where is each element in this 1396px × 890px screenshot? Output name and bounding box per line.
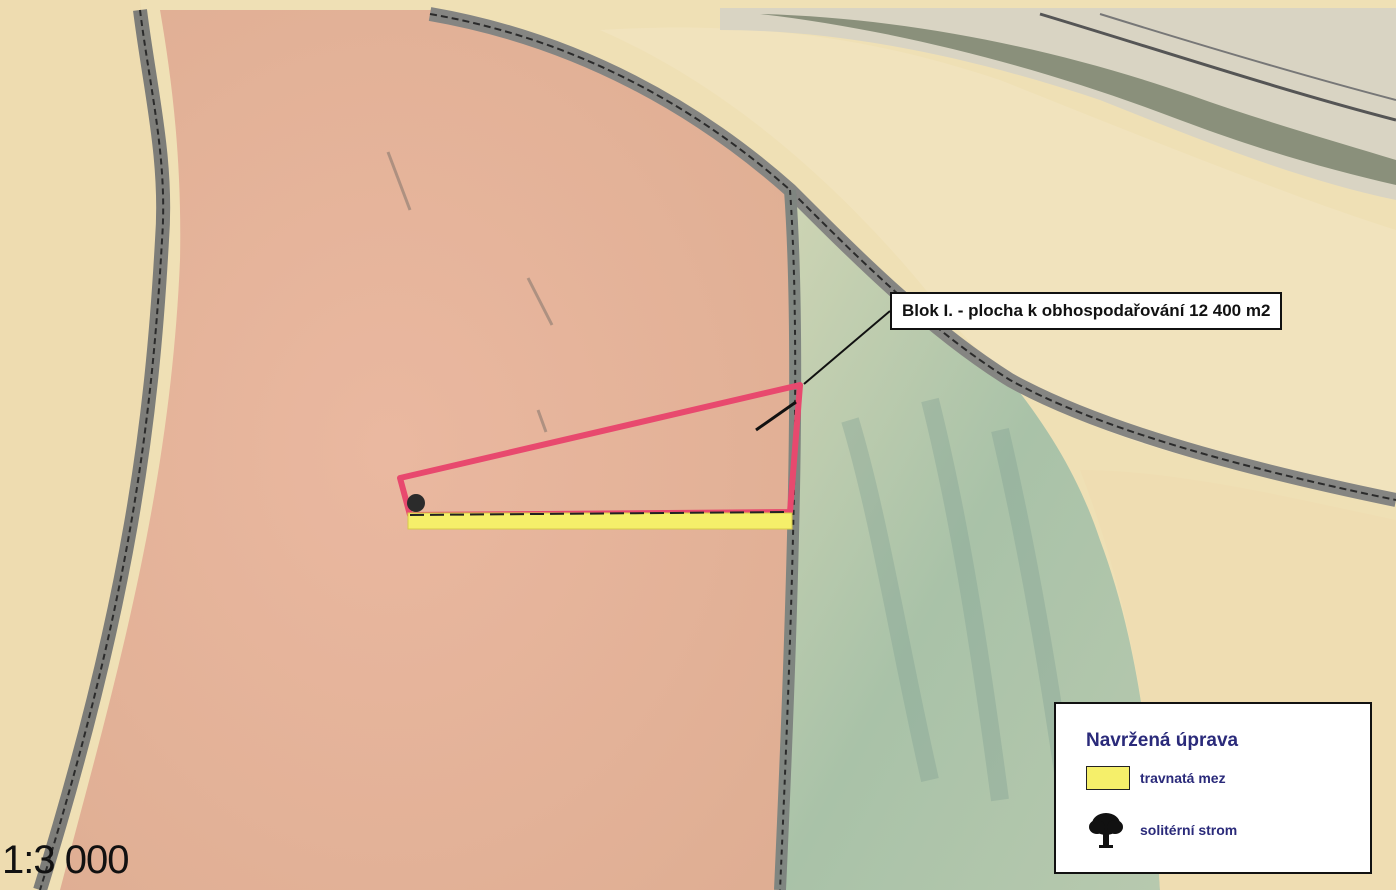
field-left-strip xyxy=(0,0,161,890)
tree-line-strip xyxy=(720,8,1396,200)
field-mark xyxy=(536,409,548,433)
road-left-edge xyxy=(39,9,165,890)
field-mark xyxy=(526,277,554,326)
grass-strip xyxy=(407,512,793,530)
map-scale: 1:3 000 xyxy=(2,838,129,882)
tree-icon xyxy=(1089,813,1123,848)
callout-arrow xyxy=(755,400,797,432)
rail-line-2 xyxy=(1099,13,1396,101)
legend-item-tree: solitérní strom xyxy=(1086,813,1356,848)
rail-line xyxy=(1039,12,1396,122)
solitary-tree xyxy=(407,494,425,512)
legend-label-grass-strip: travnatá mez xyxy=(1140,770,1226,786)
block-callout-label: Blok I. - plocha k obhospodařování 12 40… xyxy=(890,292,1283,330)
legend-item-grass-strip: travnatá mez xyxy=(1086,764,1356,794)
tree-line xyxy=(760,14,1396,185)
field-mark xyxy=(386,151,412,211)
legend-box: Navržená úprava travnatá mez solitérní s… xyxy=(1054,702,1372,874)
grass-strip-dash xyxy=(409,511,791,516)
field-right-upper xyxy=(600,27,1396,500)
yellow-swatch-icon xyxy=(1086,766,1130,790)
legend-title: Navržená úprava xyxy=(1086,730,1239,751)
callout-leader xyxy=(803,310,891,385)
field-pink xyxy=(60,10,793,890)
legend-label-tree: solitérní strom xyxy=(1140,822,1238,838)
